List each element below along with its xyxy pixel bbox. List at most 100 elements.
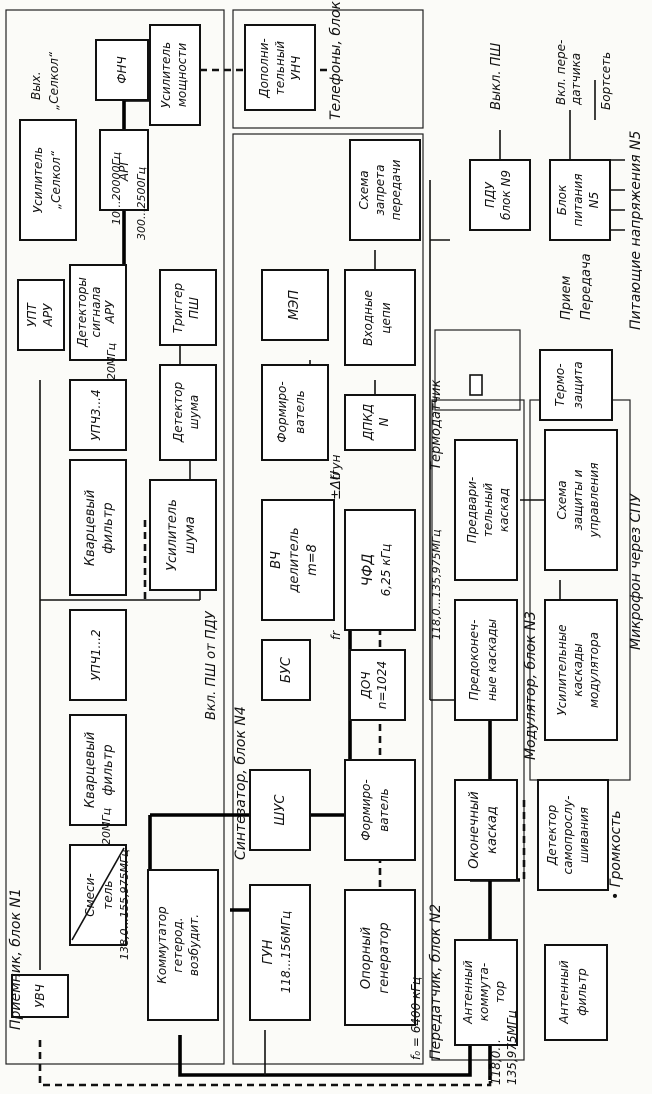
svg-text:ФНЧ: ФНЧ <box>115 56 129 84</box>
svg-text:ные каскады: ные каскады <box>485 619 499 701</box>
svg-text:ПДУ: ПДУ <box>483 181 497 207</box>
label-synth: Синтезатор, блок N4 <box>233 706 249 860</box>
svg-text:каскад: каскад <box>485 806 500 854</box>
label-tx-on-2: датчика <box>569 53 583 106</box>
block-thermal-protection: Термо-защита <box>539 349 613 421</box>
svg-text:n=1024: n=1024 <box>375 661 389 709</box>
label-modulator: Модулятор, блок N3 <box>523 611 539 760</box>
svg-text:УВЧ: УВЧ <box>33 984 47 1008</box>
label-out-1: Вых. <box>29 71 43 100</box>
svg-text:Схема: Схема <box>357 170 371 209</box>
label-phones: Телефоны, блок N7 <box>328 0 344 120</box>
svg-text:Детектор: Детектор <box>171 381 185 443</box>
receiver-group-frame <box>5 9 225 1065</box>
label-tx: Передача <box>579 253 594 320</box>
svg-text:ШУС: ШУС <box>273 794 288 826</box>
svg-text:ДОЧ: ДОЧ <box>359 671 373 699</box>
svg-text:фильтр: фильтр <box>575 968 589 1016</box>
svg-text:БУС: БУС <box>279 656 294 683</box>
label-band-2: 300...2500Гц <box>135 167 148 240</box>
svg-text:Схема: Схема <box>555 480 569 519</box>
label-thermo: Термодатчик <box>429 379 444 470</box>
label-tx-on-1: Вкл. пере- <box>554 40 568 105</box>
synthesizer-group-frame <box>232 133 424 1065</box>
svg-text:шума: шума <box>187 395 201 430</box>
label-20mhz-1: 20МГц <box>105 343 118 380</box>
svg-text:передачи: передачи <box>389 159 403 220</box>
block-fnch: ФНЧ <box>95 39 149 101</box>
svg-text:Детектор: Детектор <box>545 804 559 866</box>
svg-text:6,25 кГц: 6,25 кГц <box>379 544 393 597</box>
block-arg: АРГ <box>99 129 149 211</box>
svg-text:Термо-: Термо- <box>553 363 567 406</box>
svg-text:МЭП: МЭП <box>287 290 302 320</box>
svg-text:Усилитель: Усилитель <box>159 42 173 108</box>
svg-text:самопрослу-: самопрослу- <box>561 796 575 875</box>
svg-text:Смеси-: Смеси- <box>83 873 97 917</box>
svg-text:Усилитель: Усилитель <box>31 147 45 213</box>
svg-text:шума: шума <box>183 516 198 553</box>
label-20mhz-2: 20МГц <box>100 808 113 845</box>
svg-text:ВЧ: ВЧ <box>269 551 284 569</box>
label-ant-range-1: 118,0... <box>489 1039 503 1085</box>
svg-text:Входные: Входные <box>361 290 375 346</box>
svg-text:Формиро-: Формиро- <box>275 381 289 442</box>
label-mic: Микрофон через СПУ <box>628 492 644 650</box>
svg-text:АРУ: АРУ <box>103 300 117 324</box>
svg-text:Предвари-: Предвари- <box>465 477 479 544</box>
svg-text:ЧФД: ЧФД <box>360 554 376 587</box>
svg-text:Оконечный: Оконечный <box>467 791 482 868</box>
block-pre-final: Предоконеч-ные каскады <box>454 599 518 721</box>
svg-text:делитель: делитель <box>287 527 302 593</box>
label-vkl-psh: Вкл. ПШ от ПДУ <box>204 610 219 720</box>
svg-text:Кварцевый: Кварцевый <box>83 732 98 808</box>
thermosensor-element <box>469 374 483 396</box>
svg-text:Триггер: Триггер <box>171 282 185 333</box>
svg-text:запрета: запрета <box>373 165 387 216</box>
block-mixer: Смеси-тель <box>69 844 127 946</box>
svg-text:Дополни-: Дополни- <box>257 38 271 99</box>
svg-text:ПШ: ПШ <box>187 297 201 319</box>
block-upch3-4: УПЧ3...4 <box>69 379 127 451</box>
svg-text:УПТ: УПТ <box>25 302 39 327</box>
label-volume: • Громкость <box>608 810 624 900</box>
svg-text:Антенный: Антенный <box>461 960 475 1025</box>
label-delta-u: ±ΔU <box>329 470 344 500</box>
svg-text:УНЧ: УНЧ <box>289 56 303 81</box>
svg-text:Кварцевый: Кварцевый <box>83 490 98 566</box>
block-mep: МЭП <box>261 269 329 341</box>
svg-text:118...156МГц: 118...156МГц <box>279 911 293 993</box>
svg-text:тельный: тельный <box>273 41 287 95</box>
svg-text:АРУ: АРУ <box>41 303 55 327</box>
antenna-dashed-link <box>38 1040 492 1087</box>
transmitter-group-frame <box>431 399 525 1061</box>
svg-text:гетерод.: гетерод. <box>171 917 185 972</box>
block-uvch: УВЧ <box>11 974 69 1018</box>
svg-text:фильтр: фильтр <box>101 744 116 795</box>
svg-text:АРГ: АРГ <box>117 158 131 182</box>
label-f0: f₀ = 6400 кГц <box>409 977 423 1060</box>
label-board-net: Бортсеть <box>599 52 613 110</box>
svg-text:ДПКД: ДПКД <box>361 404 375 441</box>
